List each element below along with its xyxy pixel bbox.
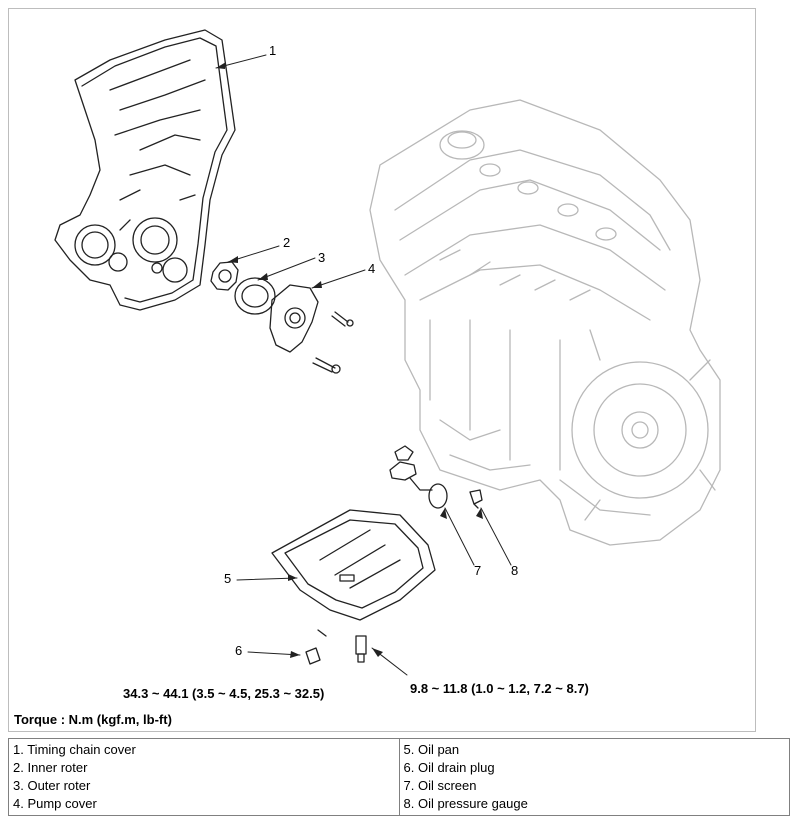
legend-item-oil-pan: 5. Oil pan	[403, 742, 460, 757]
callout-2: 2	[283, 235, 291, 250]
callout-8: 8	[511, 563, 519, 578]
callout-5: 5	[224, 571, 232, 586]
inner-rotor	[210, 261, 239, 291]
legend-item-oil-pressure-gauge: 8. Oil pressure gauge	[403, 796, 528, 811]
legend-row: 1. Timing chain cover 2. Inner roter 3. …	[8, 738, 790, 816]
engine-block	[369, 99, 721, 546]
legend-item-pump-cover: 4. Pump cover	[13, 796, 97, 811]
timing-chain-cover	[54, 29, 236, 311]
legend-item-inner-roter: 2. Inner roter	[13, 760, 88, 775]
drain-plug-torque: 34.3 ~ 44.1 (3.5 ~ 4.5, 25.3 ~ 32.5)	[123, 686, 325, 701]
legend-item-oil-drain-plug: 6. Oil drain plug	[403, 760, 495, 775]
callout-7: 7	[474, 563, 482, 578]
leader-arrowheads	[216, 62, 483, 658]
callout-1: 1	[269, 43, 277, 58]
oil-pressure-gauge	[469, 489, 483, 509]
callout-3: 3	[318, 250, 326, 265]
leader-lines	[215, 54, 512, 676]
oil-pan-bolt-torque: 9.8 ~ 11.8 (1.0 ~ 1.2, 7.2 ~ 8.7)	[410, 681, 589, 696]
legend-left-column: 1. Timing chain cover 2. Inner roter 3. …	[8, 738, 400, 816]
exploded-view-diagram	[54, 29, 721, 676]
oil-pan	[271, 509, 436, 621]
callout-6: 6	[235, 643, 243, 658]
legend-right-column: 5. Oil pan 6. Oil drain plug 7. Oil scre…	[398, 738, 790, 816]
callout-4: 4	[368, 261, 376, 276]
legend-item-oil-screen: 7. Oil screen	[403, 778, 477, 793]
legend-item-timing-chain-cover: 1. Timing chain cover	[13, 742, 136, 757]
outer-rotor	[234, 277, 276, 315]
parts-legend-table: 1. Timing chain cover 2. Inner roter 3. …	[8, 738, 790, 816]
pump-cover	[269, 284, 354, 374]
oil-drain-plug	[305, 629, 367, 665]
legend-item-outer-roter: 3. Outer roter	[13, 778, 91, 793]
torque-unit-note: Torque : N.m (kgf.m, lb-ft)	[14, 712, 172, 727]
oil-screen	[389, 445, 448, 509]
